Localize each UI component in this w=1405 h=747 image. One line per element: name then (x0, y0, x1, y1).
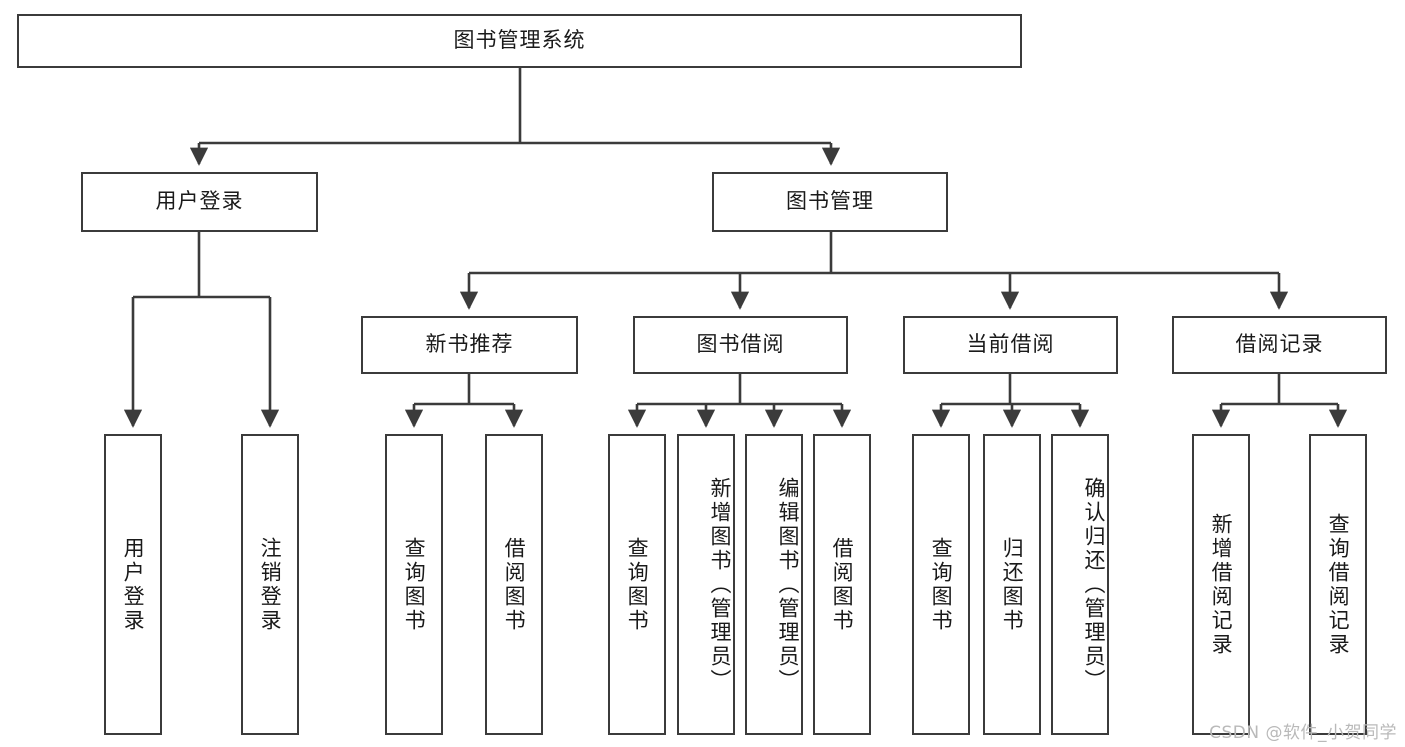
node-borrow-record-label: 借阅记录 (1235, 332, 1324, 357)
node-leaf-borrow-book-recommend-label: 借阅图书 (502, 536, 527, 633)
node-leaf-query-book-borrow[interactable]: 查询图书 (608, 434, 666, 735)
node-book-manage[interactable]: 图书管理 (712, 172, 948, 232)
node-leaf-query-book-current[interactable]: 查询图书 (912, 434, 970, 735)
node-leaf-user-login[interactable]: 用户登录 (104, 434, 162, 735)
node-leaf-query-book-borrow-label: 查询图书 (625, 536, 650, 633)
node-current-borrow-label: 当前借阅 (966, 332, 1055, 357)
node-leaf-query-borrow-record-label: 查询借阅记录 (1326, 512, 1351, 657)
node-leaf-logout-label: 注销登录 (258, 536, 283, 633)
watermark-text: CSDN @软件_小贺同学 (1209, 723, 1397, 743)
node-book-manage-label: 图书管理 (786, 189, 874, 214)
node-leaf-query-book-current-label: 查询图书 (929, 536, 954, 633)
node-borrow-record[interactable]: 借阅记录 (1172, 316, 1387, 374)
node-leaf-confirm-return-admin-label: 确认归还（管理员） (1082, 476, 1106, 693)
node-book-borrow[interactable]: 图书借阅 (633, 316, 848, 374)
node-user-login[interactable]: 用户登录 (81, 172, 318, 232)
node-leaf-return-book-label: 归还图书 (1000, 536, 1025, 633)
node-root-label: 图书管理系统 (453, 28, 586, 53)
node-new-book-recommend[interactable]: 新书推荐 (361, 316, 578, 374)
node-leaf-add-book-admin-label: 新增图书（管理员） (708, 476, 732, 693)
node-leaf-logout[interactable]: 注销登录 (241, 434, 299, 735)
node-leaf-confirm-return-admin[interactable]: 确认归还（管理员） (1051, 434, 1109, 735)
node-leaf-query-book-recommend-label: 查询图书 (402, 536, 427, 633)
node-user-login-label: 用户登录 (155, 189, 244, 214)
node-book-borrow-label: 图书借阅 (696, 332, 785, 357)
node-leaf-borrow-book-label: 借阅图书 (830, 536, 855, 633)
node-leaf-return-book[interactable]: 归还图书 (983, 434, 1041, 735)
node-current-borrow[interactable]: 当前借阅 (903, 316, 1118, 374)
node-leaf-edit-book-admin-label: 编辑图书（管理员） (776, 476, 800, 693)
node-leaf-user-login-label: 用户登录 (121, 536, 146, 633)
node-leaf-edit-book-admin[interactable]: 编辑图书（管理员） (745, 434, 803, 735)
node-root-system[interactable]: 图书管理系统 (17, 14, 1022, 68)
node-leaf-borrow-book-recommend[interactable]: 借阅图书 (485, 434, 543, 735)
node-leaf-query-borrow-record[interactable]: 查询借阅记录 (1309, 434, 1367, 735)
node-leaf-add-borrow-record-label: 新增借阅记录 (1209, 512, 1234, 657)
node-leaf-add-book-admin[interactable]: 新增图书（管理员） (677, 434, 735, 735)
node-leaf-query-book-recommend[interactable]: 查询图书 (385, 434, 443, 735)
node-new-book-recommend-label: 新书推荐 (425, 332, 514, 357)
node-leaf-add-borrow-record[interactable]: 新增借阅记录 (1192, 434, 1250, 735)
node-leaf-borrow-book[interactable]: 借阅图书 (813, 434, 871, 735)
